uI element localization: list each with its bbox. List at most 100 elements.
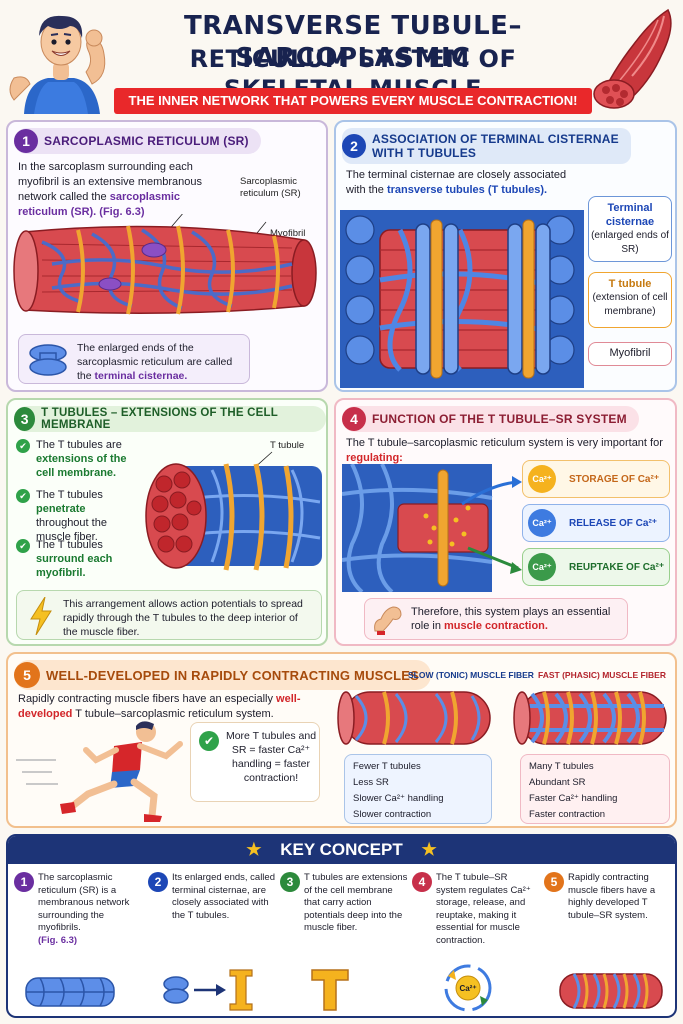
label-sarcoplasmic-reticulum: Sarcoplasmic reticulum (SR) xyxy=(240,176,301,199)
panel-sarcoplasmic-reticulum: 1 SARCOPLASMIC RETICULUM (SR) In the sar… xyxy=(6,120,328,392)
ttubule-label-title: T tubule xyxy=(608,278,652,290)
key-concept-title: KEY CONCEPT xyxy=(280,840,403,859)
key-num-3: 3 xyxy=(280,872,300,892)
panel2-text: The terminal cisternae are closely assoc… xyxy=(346,169,567,196)
panel4-description: The T tubule–sarcoplasmic reticulum syst… xyxy=(346,436,666,466)
panel1-text: In the sarcoplasm surrounding each myofi… xyxy=(18,161,203,203)
title-line-1: TRANSVERSE TUBULE–SARCOPLASMIC xyxy=(184,11,522,73)
cisternae-fiber-illustration xyxy=(340,210,584,388)
panel3-callout-text: This arrangement allows action potential… xyxy=(63,598,303,638)
key-concept-section: ★ KEY CONCEPT ★ 1 The sarcoplasmic retic… xyxy=(6,834,677,1018)
sr-fiber-illustration xyxy=(13,214,317,315)
panel-function: 4 FUNCTION OF THE T TUBULE–SR SYSTEM The… xyxy=(334,398,677,646)
panel3-callout: This arrangement allows action potential… xyxy=(16,590,322,640)
key-text-3: T tubules are extensions of the cell mem… xyxy=(304,872,408,933)
bullet-3-text: The T tubules surround each myofibril. xyxy=(36,538,136,580)
panel1-fig-ref: (Fig. 6.3) xyxy=(96,206,145,218)
ca-badge-reuptake: Ca²⁺ xyxy=(528,553,556,581)
panel4-text-highlight: regulating: xyxy=(346,452,403,464)
running-athlete-illustration xyxy=(16,721,183,822)
panel2-text-highlight: transverse tubules (T tubules). xyxy=(386,184,548,196)
panel3-bullets: ✔ The T tubules are extensions of the ce… xyxy=(16,438,134,588)
function-reuptake-label: REUPTAKE OF Ca²⁺ xyxy=(569,562,665,573)
fast-fiber-title: FAST (PHASIC) MUSCLE FIBER xyxy=(538,670,666,680)
check-icon: ✔ xyxy=(199,731,219,751)
key-concept-header: ★ KEY CONCEPT ★ xyxy=(8,836,675,864)
slow-item-4: Slower contraction xyxy=(353,809,432,820)
panel5-header: 5 WELL-DEVELOPED IN RAPIDLY CONTRACTING … xyxy=(14,660,432,690)
function-storage: Ca²⁺ STORAGE OF Ca²⁺ xyxy=(522,460,670,498)
panel5-description: Rapidly contracting muscle fibers have a… xyxy=(18,692,328,722)
panel5-callout: ✔ More T tubules and SR = faster Ca²⁺ ha… xyxy=(190,722,320,802)
function-release-label: RELEASE OF Ca²⁺ xyxy=(569,518,658,529)
panel-terminal-cisternae: 2 ASSOCIATION OF TERMINAL CISTERNAE WITH… xyxy=(334,120,677,392)
panel5-number: 5 xyxy=(14,662,40,688)
panel3-title: T TUBULES – EXTENSIONS OF THE CELL MEMBR… xyxy=(41,407,278,431)
panel4-text: The T tubule–sarcoplasmic reticulum syst… xyxy=(346,437,663,449)
fast-item-3: Faster Ca²⁺ handling xyxy=(529,793,618,804)
slow-fiber-illustration xyxy=(337,691,491,745)
function-storage-label: STORAGE OF Ca²⁺ xyxy=(569,474,660,485)
cisternae-label-title: Terminal cisternae xyxy=(605,202,655,228)
bullet-1-text: The T tubules are extensions of the cell… xyxy=(36,438,136,480)
panel3-number: 3 xyxy=(14,407,36,431)
slow-item-3: Slower Ca²⁺ handling xyxy=(353,793,444,804)
bullet-3: ✔ The T tubules surround each myofibril. xyxy=(16,538,134,588)
key-text-1-body: The sarcoplasmic reticulum (SR) is a mem… xyxy=(38,872,130,933)
panel2-label-ttubule: T tubule (extension of cell membrane) xyxy=(588,272,672,328)
check-icon: ✔ xyxy=(16,539,30,553)
panel5-title: WELL-DEVELOPED IN RAPIDLY CONTRACTING MU… xyxy=(46,667,420,683)
ca-ion-label: Ca²⁺ xyxy=(532,474,552,484)
panel1-callout-plain: The enlarged ends of the sarcoplasmic re… xyxy=(77,342,233,382)
panel4-title: FUNCTION OF THE T TUBULE–SR SYSTEM xyxy=(372,412,627,426)
panel5-text-highlight: well-developed xyxy=(18,693,301,720)
terminal-cisterna-icon xyxy=(29,344,67,376)
t-tubule-fiber-illustration xyxy=(145,451,322,571)
check-icon: ✔ xyxy=(16,439,30,453)
key-text-1-ref: (Fig. 6.3) xyxy=(38,934,78,946)
ca-ion-label: Ca²⁺ xyxy=(532,562,552,572)
ca-badge-storage: Ca²⁺ xyxy=(528,465,556,493)
panel4-callout-highlight: muscle contraction. xyxy=(444,620,548,632)
fast-item-4: Faster contraction xyxy=(529,809,606,820)
panel5-text: Rapidly contracting muscle fibers have a… xyxy=(18,693,277,705)
key-num-1: 1 xyxy=(14,872,34,892)
bullet-2-highlight: penetrate xyxy=(36,503,86,515)
subtitle-banner: THE INNER NETWORK THAT POWERS EVERY MUSC… xyxy=(114,88,592,114)
panel1-description: In the sarcoplasm surrounding each myofi… xyxy=(18,160,228,220)
myofibril-label-p2: Myofibril xyxy=(609,347,651,359)
panel2-label-myofibril: Myofibril xyxy=(588,342,672,366)
ttubule-label-subtitle: (extension of cell membrane) xyxy=(592,292,668,317)
panel5-text-tail: T tubule–sarcoplasmic reticulum system. xyxy=(72,708,274,720)
panel2-title-line2: WITH T TUBULES xyxy=(372,146,477,160)
key-num-5: 5 xyxy=(544,872,564,892)
panel1-text-highlight: sarcoplasmic reticulum (SR). xyxy=(18,191,181,218)
lightning-bolt-icon xyxy=(30,597,52,635)
fast-fiber-icon xyxy=(559,973,663,1009)
bullet-3-highlight: surround each myofibril. xyxy=(36,553,113,579)
bullet-1-highlight: extensions of the cell membrane. xyxy=(36,453,127,479)
panel4-callout-text: Therefore, this system plays an essentia… xyxy=(411,605,623,633)
bullet-3-plain: The T tubules xyxy=(36,539,103,551)
panel4-header: 4 FUNCTION OF THE T TUBULE–SR SYSTEM xyxy=(342,406,639,432)
panel2-description: The terminal cisternae are closely assoc… xyxy=(346,168,576,198)
star-icon: ★ xyxy=(421,840,437,859)
bullet-2-plain: The T tubules xyxy=(36,489,103,501)
function-reuptake: Ca²⁺ REUPTAKE OF Ca²⁺ xyxy=(522,548,670,586)
label-myofibril-p1: Myofibril xyxy=(270,228,306,239)
key-text-2: Its enlarged ends, called terminal ciste… xyxy=(172,872,275,921)
panel1-callout-text: The enlarged ends of the sarcoplasmic re… xyxy=(77,341,247,383)
fast-item-2: Abundant SR xyxy=(529,777,586,788)
fast-fiber-list: Many T tubules Abundant SR Faster Ca²⁺ h… xyxy=(520,754,670,824)
bullet-2-text: The T tubules penetrate throughout the m… xyxy=(36,488,136,544)
panel4-number: 4 xyxy=(342,407,366,431)
fast-fiber-illustration xyxy=(513,691,667,745)
key-num-4: 4 xyxy=(412,872,432,892)
ca-badge-release: Ca²⁺ xyxy=(528,509,556,537)
cisternae-label-subtitle: (enlarged ends of SR) xyxy=(591,230,669,255)
flexed-arm-icon xyxy=(374,606,402,635)
panel2-number: 2 xyxy=(342,134,366,158)
star-icon: ★ xyxy=(246,840,262,859)
muscle-bundle-illustration xyxy=(593,8,672,109)
panel3-header: 3 T TUBULES – EXTENSIONS OF THE CELL MEM… xyxy=(14,406,326,432)
